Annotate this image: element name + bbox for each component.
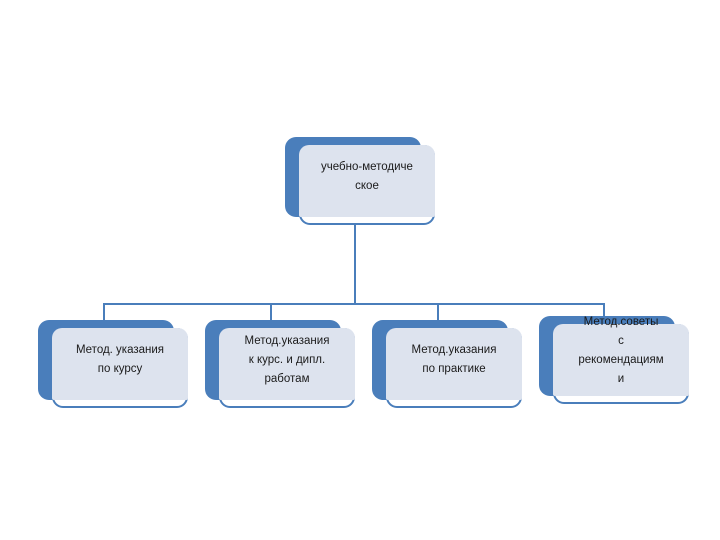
node-fill [299,145,435,217]
connector-root-stem [354,225,356,304]
node-label: Метод.указания по практике [411,344,497,375]
node-fill [219,328,355,400]
node-child-3[interactable]: Метод.указания по практике [372,320,522,408]
node-fill [52,328,188,400]
node-label: Метод.указания к курс. и дипл. работам [244,335,330,385]
connector-drop-4 [603,303,605,323]
node-label: Метод. указания по курсу [75,344,165,375]
node-child-2[interactable]: Метод.указания к курс. и дипл. работам [205,320,355,408]
connector-drop-2 [270,303,272,328]
node-fill [553,324,689,396]
node-label: Метод.советы с рекомендациям и [578,316,664,385]
node-fill [386,328,522,400]
connector-horizontal-bar [103,303,605,305]
connector-drop-1 [103,303,105,328]
node-child-1[interactable]: Метод. указания по курсу [38,320,188,408]
connector-drop-3 [437,303,439,328]
node-root[interactable]: учебно-методиче ское [285,137,435,225]
node-label: учебно-методиче ское [321,161,413,192]
node-child-4[interactable]: Метод.советы с рекомендациям и [539,316,689,404]
